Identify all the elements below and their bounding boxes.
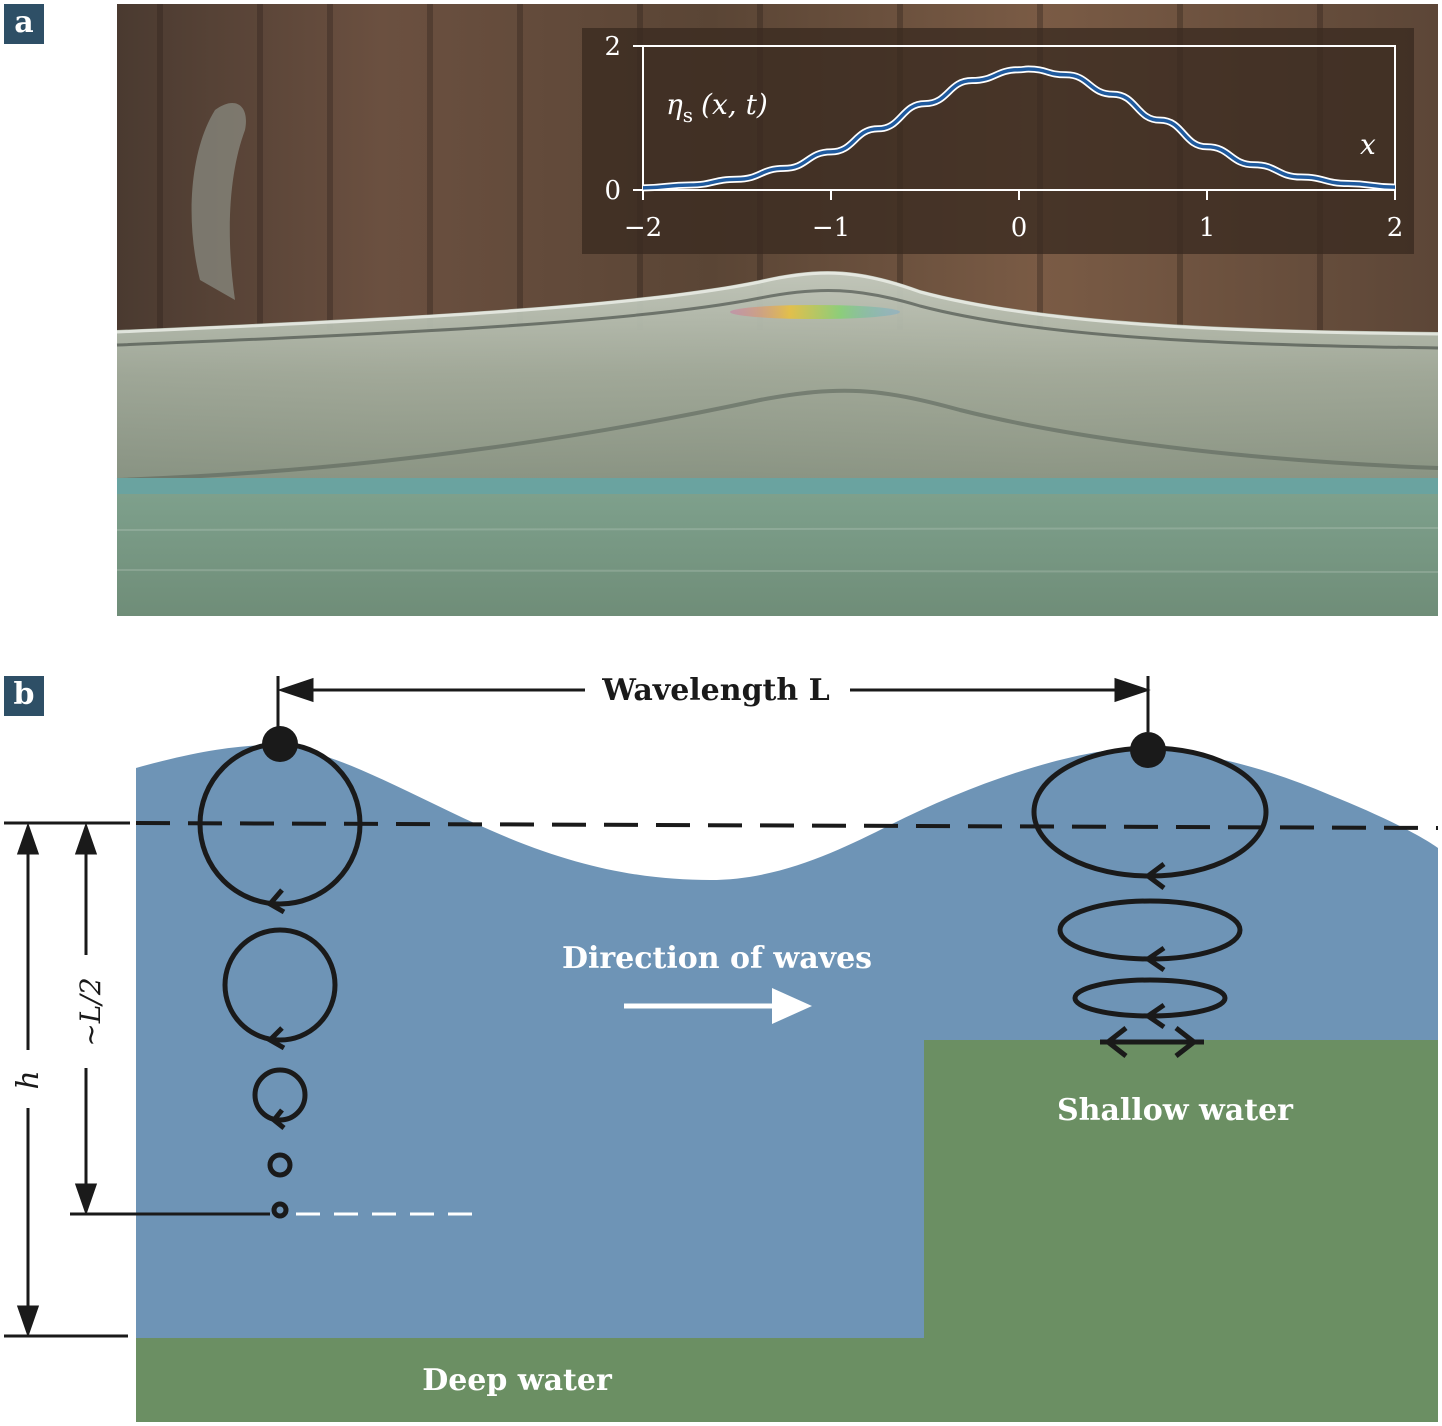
inset-background — [582, 28, 1414, 254]
wavelength-label: Wavelength L — [601, 673, 830, 708]
shallow-back-forth-arrow-left — [1103, 1026, 1128, 1058]
panel-label-b: b — [4, 676, 44, 716]
y-tick-label: 2 — [604, 32, 621, 62]
x-tick-label: 0 — [1011, 213, 1028, 243]
inset-x-label: x — [1360, 128, 1376, 161]
deep-orbit-2 — [222, 927, 338, 1043]
deep-orbit-1-arrowhead — [266, 888, 286, 915]
shallow-water-label: Shallow water — [1057, 1093, 1294, 1128]
x-tick-label: 2 — [1387, 213, 1404, 243]
deep-orbit-4 — [267, 1152, 293, 1178]
x-tick-label: −2 — [624, 213, 662, 243]
shallow-orbit-2-arrowhead — [1143, 945, 1166, 973]
inset-y-label: ηs (x, t) — [666, 88, 768, 127]
shallow-particle — [1130, 732, 1166, 768]
deep-shallow-diagram: h ~L/2 Wavelength L — [4, 673, 1439, 1422]
deep-floor — [136, 1338, 1438, 1422]
x-tick-label: 1 — [1199, 213, 1216, 243]
panel-label-a: a — [4, 4, 44, 44]
wavelength-arrow — [276, 676, 1151, 732]
inset-y-label-sub: s — [683, 103, 693, 127]
deep-orbit-5 — [271, 1201, 289, 1219]
deep-orbit-3-arrowhead — [270, 1108, 286, 1130]
wave-tank-photo — [116, 4, 1439, 616]
depth-label: h — [11, 1070, 46, 1089]
water-body — [136, 745, 1438, 1338]
x-tick-label: −1 — [812, 213, 850, 243]
inset-curve — [642, 67, 1396, 190]
shallow-back-forth-arrow-right — [1174, 1026, 1199, 1058]
direction-arrow-icon — [624, 988, 812, 1024]
deep-orbit-3 — [252, 1067, 308, 1123]
inset-y-label-args: (x, t) — [701, 88, 768, 121]
still-water-line — [135, 821, 1439, 830]
half-wavelength-label: ~L/2 — [74, 977, 107, 1046]
y-tick-label: 0 — [604, 176, 621, 206]
inset-y-label-eta: η — [666, 88, 683, 121]
deep-water-label: Deep water — [422, 1363, 613, 1398]
shallow-orbit-3-arrowhead — [1143, 1002, 1166, 1030]
deep-particle — [262, 726, 298, 762]
inset-chart: −2 −1 0 1 2 0 2 ηs (x, t) x — [582, 28, 1414, 254]
half-wavelength-arrow — [74, 822, 98, 1216]
deep-orbit-2-arrowhead — [265, 1026, 286, 1051]
direction-label: Direction of waves — [562, 941, 872, 976]
depth-arrow — [16, 822, 40, 1338]
shallow-orbit-1-arrowhead — [1143, 862, 1166, 890]
